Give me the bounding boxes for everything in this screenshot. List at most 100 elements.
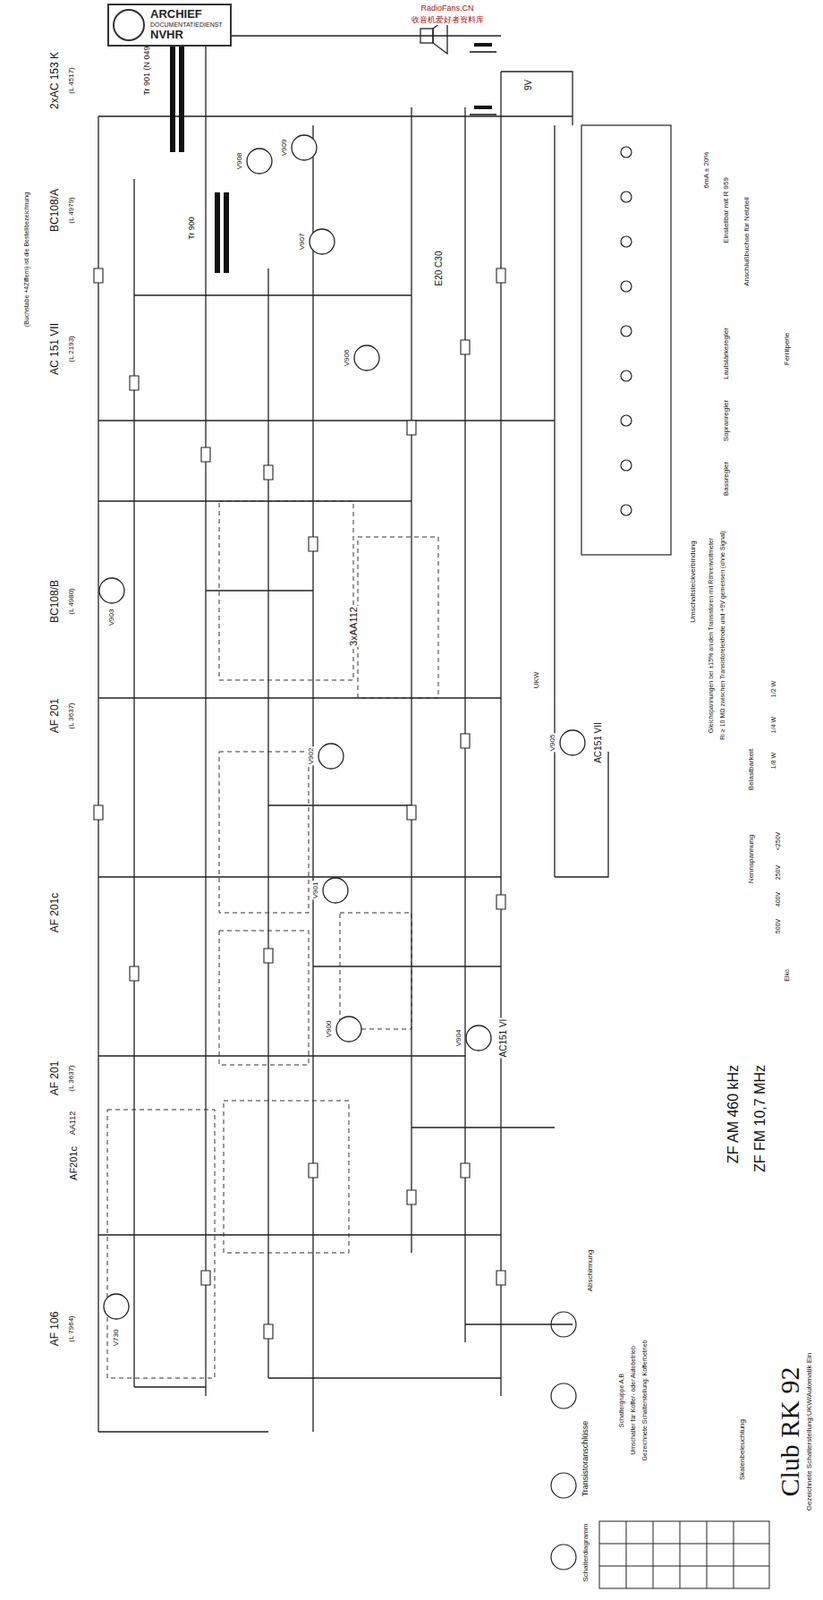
transistor-symbol xyxy=(246,148,272,174)
schematic-label: Tr 900 xyxy=(187,215,197,241)
schematic-label: (L 3637) xyxy=(67,701,77,730)
schematic-label: Transistoranschlüsse xyxy=(581,1419,591,1498)
schematic-label: Belastbarkeit xyxy=(747,747,756,791)
battery-plate xyxy=(474,105,493,110)
filter-box xyxy=(219,500,354,680)
schematic-label: V906 xyxy=(343,348,352,368)
schematic-label: (L 2193) xyxy=(67,334,77,364)
stamp-text: DOCUMENTATIEDIENST xyxy=(150,21,223,29)
schematic-label: V907 xyxy=(298,232,307,252)
pinout-drawings xyxy=(551,1311,577,1570)
schematic-label: 1/2 W xyxy=(770,679,778,698)
diagram-title: Club RK 92 xyxy=(774,1365,805,1497)
tuner-box xyxy=(107,1109,215,1378)
transistor-symbol xyxy=(99,577,125,603)
schematic-label: Anschlußbuchse für Netzteil xyxy=(743,195,752,288)
resistor-symbols xyxy=(93,268,506,1339)
schematic-label: Ri ≥ 10 MΩ zwischen Transistorelektrode … xyxy=(719,529,727,740)
schematic-label: 2xAC 153 K xyxy=(49,50,61,111)
schematic-label: Gleichspannungen bei ±15% an den Transis… xyxy=(707,536,715,734)
battery-plate xyxy=(469,113,497,116)
connector-pin xyxy=(620,504,632,516)
pinout-symbol xyxy=(551,1472,577,1498)
schematic-label: AF 201c xyxy=(49,891,61,934)
schematic-label: V900 xyxy=(325,1019,334,1039)
schematic-label: Nennspannung xyxy=(747,833,756,884)
schematic-label: 9V xyxy=(523,78,534,92)
schematic-label: 6mA ± 20% xyxy=(703,151,712,190)
schematic-label: Umschalter für Koffer- oder Autobetrieb xyxy=(629,1344,637,1456)
schematic-label: V905 xyxy=(549,733,558,753)
pinout-symbol xyxy=(551,1382,577,1409)
pinout-symbol xyxy=(551,1311,577,1337)
schematic-label: AF 201 xyxy=(49,697,61,735)
transistor-symbol xyxy=(466,1025,492,1051)
schematic-label: 1/4 W xyxy=(770,715,778,734)
schematic-label: (L 3637) xyxy=(67,1063,77,1093)
wires xyxy=(98,35,609,1432)
schematic-label: Ferritperle xyxy=(783,331,792,366)
schematic-label: Sopranregler xyxy=(722,398,731,442)
schematic-label: V901 xyxy=(312,881,321,900)
connector-pin xyxy=(620,459,632,471)
schematic-label: Bassregler xyxy=(722,460,731,497)
battery-plate xyxy=(469,50,497,53)
connector-pin xyxy=(620,236,632,247)
schematic-label: ZF FM 10,7 MHz xyxy=(752,1063,769,1173)
schematic-label: 1/8 W xyxy=(770,751,778,770)
stamp-text: NVHR xyxy=(150,28,223,43)
schematic-label: AF 201 xyxy=(49,1060,61,1097)
schematic-label: (L 4979) xyxy=(67,195,77,225)
filter-box xyxy=(339,912,412,1029)
schematic-label: <250V xyxy=(774,831,782,851)
schematic-label: V902 xyxy=(307,746,316,766)
connector-pin xyxy=(620,146,632,158)
filter-box xyxy=(219,751,309,913)
schematic-label: (L 4517) xyxy=(67,66,77,95)
schematic-label: Einstellbar mit R 959 xyxy=(722,176,731,245)
battery xyxy=(469,44,497,115)
transistor-symbols xyxy=(99,135,586,1319)
stamp-text: ARCHIEF xyxy=(150,8,223,22)
stamp-logo xyxy=(110,5,147,45)
pinout-symbol xyxy=(551,1544,577,1570)
schematic-label: V904 xyxy=(455,1028,464,1048)
connector-strip xyxy=(581,125,671,555)
transformers xyxy=(169,26,230,273)
transistor-symbol xyxy=(559,729,586,756)
schematic-label: Elko xyxy=(783,967,791,983)
schematic-label: (L 4980) xyxy=(67,586,77,616)
schematic-label: 250V xyxy=(774,864,782,881)
connector-pin xyxy=(620,191,632,203)
connector-pin xyxy=(620,370,632,382)
schematic-label: AC151 VI xyxy=(498,1018,509,1059)
switch-grid xyxy=(599,1520,770,1588)
tuner-box xyxy=(223,1100,349,1253)
schematic-label: BC108/A xyxy=(49,187,61,233)
archive-stamp: ARCHIEFDOCUMENTATIEDIENSTNVHR xyxy=(107,3,232,47)
battery-plate xyxy=(474,42,493,47)
transformer-core xyxy=(214,192,221,273)
schematic-label: Gezeichnete Schalterstellung: Kofferbetr… xyxy=(641,1339,649,1462)
schematic-label: Schaltergruppe A,B xyxy=(618,1372,626,1428)
schematic-label: BC108/B xyxy=(49,578,61,624)
schematic-label: Tr 901 (N 0493) xyxy=(143,37,153,96)
connector-frame xyxy=(581,125,671,555)
schematic-label: V730 xyxy=(112,1328,121,1348)
schematic-label: 收音机爱好者资料库 xyxy=(410,16,485,26)
switch-grid-lines xyxy=(599,1520,770,1588)
schematic-label: E20 C30 xyxy=(433,250,444,288)
transistor-symbol xyxy=(336,1016,362,1042)
transistor-symbol xyxy=(291,135,317,161)
transistor-symbol xyxy=(322,877,348,903)
schematic-label: Abschirmung xyxy=(586,1248,595,1293)
schematic-label: AA112 xyxy=(68,1110,78,1136)
filter-box xyxy=(357,536,439,698)
schematic-label: (Buchstabe +4Ziffern) ist die Bestellbez… xyxy=(23,191,31,328)
schematic-label: AC151 VII xyxy=(593,721,603,764)
schematic-label: Lautstärkeregler xyxy=(722,326,731,381)
dashed-boxes xyxy=(107,500,439,1378)
transistor-symbol xyxy=(354,345,380,371)
